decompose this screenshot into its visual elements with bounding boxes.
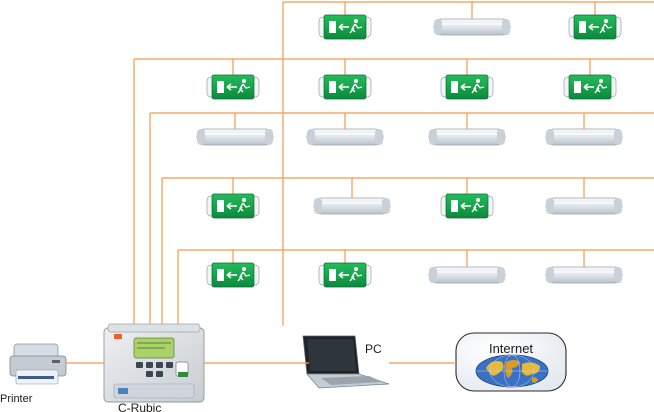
- controller-icon: [103, 323, 205, 403]
- exit-sign-icon: [318, 262, 372, 288]
- exit-sign-icon: [318, 14, 372, 40]
- exit-sign-icon: [568, 14, 622, 40]
- bus-row: [282, 1, 654, 326]
- exit-sign-icon: [206, 193, 260, 219]
- linear-lamp-icon: [313, 197, 391, 215]
- exit-sign-icon: [563, 74, 617, 100]
- exit-sign-icon: [206, 262, 260, 288]
- linear-lamp-icon: [433, 18, 511, 36]
- laptop-icon: [302, 335, 390, 389]
- internet-label: Internet: [489, 341, 533, 356]
- linear-lamp-icon: [545, 197, 623, 215]
- printer-label: Printer: [0, 393, 33, 405]
- bus-wiring: [133, 1, 654, 326]
- pc-label: PC: [365, 342, 382, 356]
- linear-lamp-icon: [545, 128, 623, 146]
- controller-label: C-Rubic: [118, 401, 161, 412]
- internet-cloud: Internet: [455, 332, 567, 392]
- printer-icon: [9, 343, 67, 385]
- bus-row: [177, 249, 654, 326]
- exit-sign-icon: [440, 74, 494, 100]
- exit-sign-icon: [318, 74, 372, 100]
- exit-sign-icon: [440, 193, 494, 219]
- linear-lamp-icon: [545, 266, 623, 284]
- luminaires: [196, 14, 623, 288]
- bus-row: [149, 112, 654, 326]
- linear-lamp-icon: [306, 128, 384, 146]
- linear-lamp-icon: [428, 128, 506, 146]
- globe-icon: [475, 354, 549, 388]
- linear-lamp-icon: [196, 128, 274, 146]
- linear-lamp-icon: [428, 266, 506, 284]
- exit-sign-icon: [206, 74, 260, 100]
